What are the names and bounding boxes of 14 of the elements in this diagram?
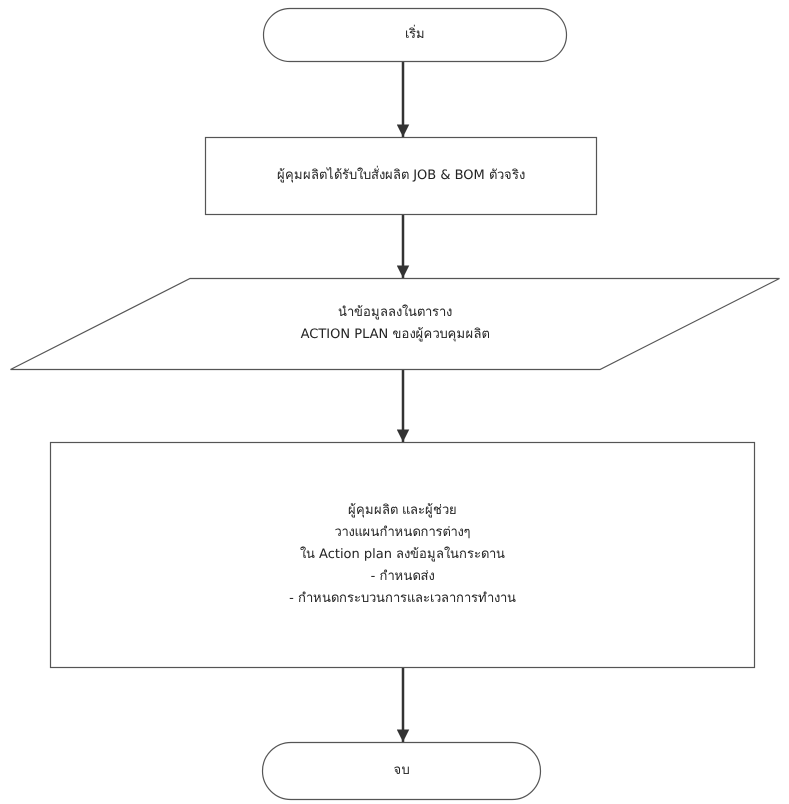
step-text: ใน Action plan ลงข้อมูลในกระดาน	[300, 546, 506, 564]
step-text: วางแผนกำหนดการต่างๆ	[334, 524, 470, 542]
step-text: - กำหนดส่ง	[370, 568, 434, 586]
step-text: จบ	[394, 762, 410, 780]
step-text: เริ่ม	[405, 24, 425, 46]
step-text: ACTION PLAN ของผู้ควบคุมผลิต	[300, 326, 490, 344]
arrow	[396, 215, 410, 278]
arrow	[396, 370, 410, 442]
step-text: นำข้อมูลลงในตาราง	[338, 304, 452, 322]
arrow	[396, 668, 410, 742]
step-text: ผู้คุมผลิตได้รับใบสั่งผลิต JOB & BOM ตัวจริง	[277, 165, 525, 187]
step-text: - กำหนดกระบวนการและเวลาการทำงาน	[289, 590, 516, 608]
step-text: ผู้คุมผลิต และผู้ช่วย	[348, 502, 458, 520]
arrow	[396, 62, 410, 137]
